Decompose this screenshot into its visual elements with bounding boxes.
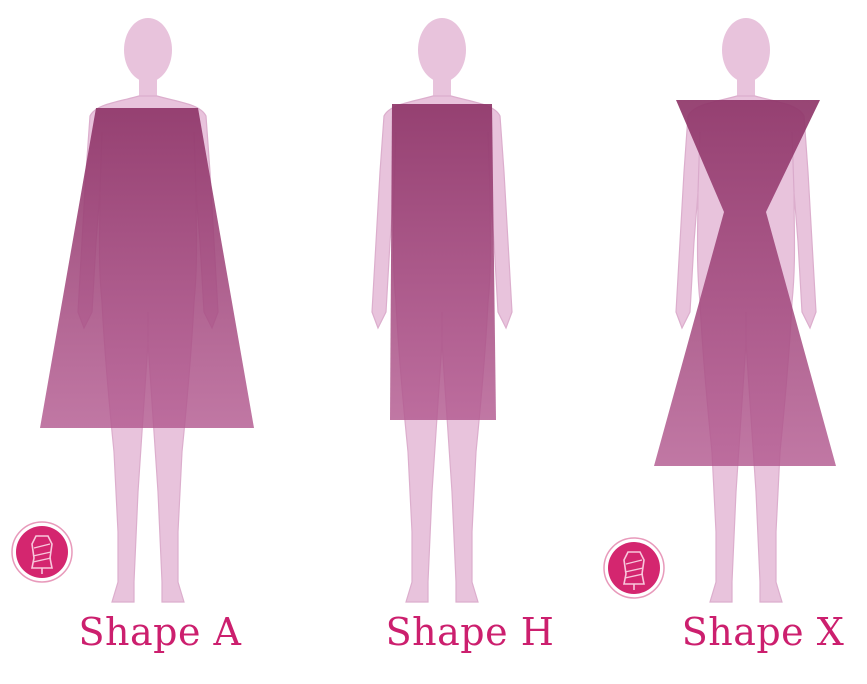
figure-shape-h: [372, 18, 512, 602]
caption-shape-x: Shape X: [668, 610, 858, 654]
caption-shape-a: Shape A: [70, 610, 250, 654]
dress-shape-h: [390, 104, 496, 420]
mannequin-icon: [12, 522, 72, 582]
figure-shape-x: [654, 18, 836, 602]
dress-shape-a: [40, 108, 254, 428]
mannequin-icon: [604, 538, 664, 598]
figure-shape-a: [40, 18, 254, 602]
caption-shape-h: Shape H: [380, 610, 560, 654]
